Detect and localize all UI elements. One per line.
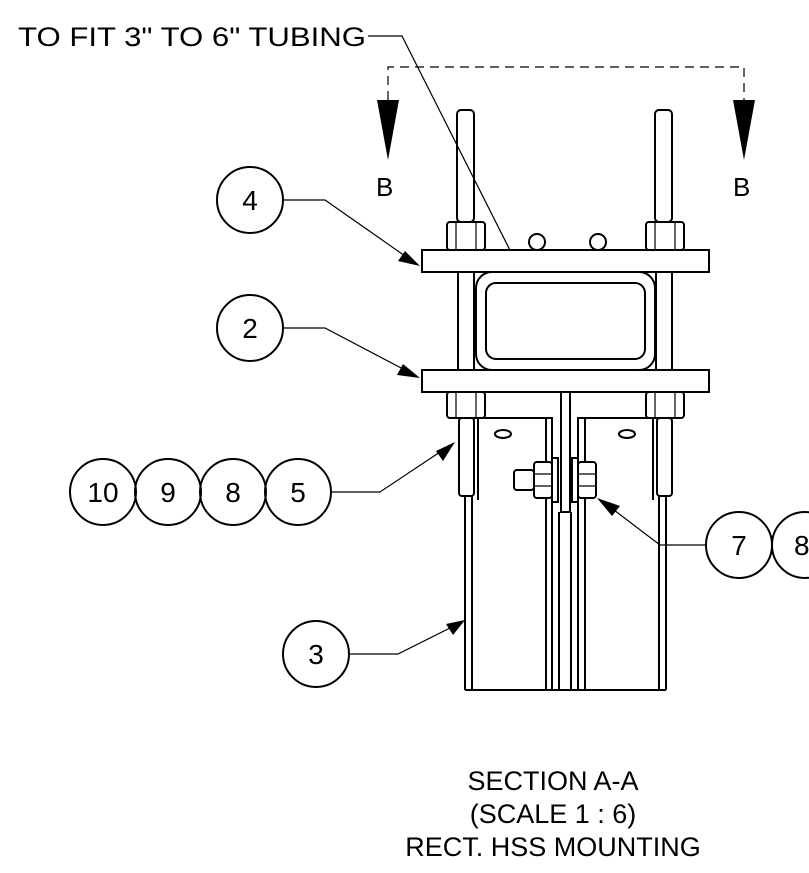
- balloon-8: 8: [199, 458, 267, 526]
- balloon-10: 10: [69, 458, 137, 526]
- section-arrow-right: [733, 100, 755, 160]
- svg-text:2: 2: [242, 313, 258, 344]
- top-nut-left: [446, 221, 486, 251]
- threaded-rod-left: [456, 109, 475, 223]
- bottom-nut-right: [645, 391, 685, 419]
- balloon-5: 5: [264, 458, 332, 526]
- plate-hole: [528, 233, 546, 251]
- caption-subtitle: RECT. HSS MOUNTING: [405, 832, 701, 862]
- svg-text:8: 8: [225, 477, 241, 508]
- balloon-7: 7: [705, 511, 773, 579]
- top-nut-right: [645, 221, 685, 251]
- leader-4: [283, 199, 420, 266]
- balloon-8-right: 8: [771, 511, 809, 579]
- section-mark-left: B: [376, 172, 393, 202]
- svg-text:7: 7: [731, 530, 747, 561]
- balloon-3: 3: [282, 620, 350, 688]
- bottom-nut-left: [446, 391, 486, 419]
- svg-text:10: 10: [87, 477, 118, 508]
- svg-text:4: 4: [242, 185, 258, 216]
- leader-2: [283, 327, 420, 378]
- rect-hss-tubing: [475, 271, 656, 371]
- svg-text:8: 8: [794, 530, 809, 561]
- mounting-bracket-left: [464, 417, 553, 690]
- balloon-4: 4: [216, 166, 284, 234]
- leader-10-9-8-5: [331, 442, 455, 493]
- plate-hole: [589, 233, 607, 251]
- lower-rod-left: [458, 417, 475, 497]
- leader-3: [349, 620, 465, 655]
- caption-scale: (SCALE 1 : 6): [470, 799, 637, 829]
- caption-title: SECTION A-A: [467, 766, 638, 796]
- balloon-2: 2: [216, 294, 284, 362]
- lower-rod-right: [656, 417, 673, 497]
- section-arrow-left: [377, 100, 399, 160]
- mounting-bracket-right: [577, 417, 667, 690]
- center-web: [560, 391, 571, 513]
- note-leader: [368, 35, 526, 281]
- top-clamp-plate: [421, 249, 710, 273]
- threaded-rod-right: [654, 109, 673, 223]
- svg-text:5: 5: [290, 477, 306, 508]
- tubing-note: TO FIT 3" TO 6" TUBING: [18, 22, 366, 52]
- svg-text:9: 9: [160, 477, 176, 508]
- bottom-clamp-plate: [421, 369, 710, 393]
- section-line-b-b: [377, 66, 755, 160]
- section-mark-right: B: [733, 172, 750, 202]
- center-bolt-assembly: [513, 457, 597, 503]
- svg-text:3: 3: [308, 639, 324, 670]
- leader-7-8: [597, 498, 706, 546]
- balloon-9: 9: [134, 458, 202, 526]
